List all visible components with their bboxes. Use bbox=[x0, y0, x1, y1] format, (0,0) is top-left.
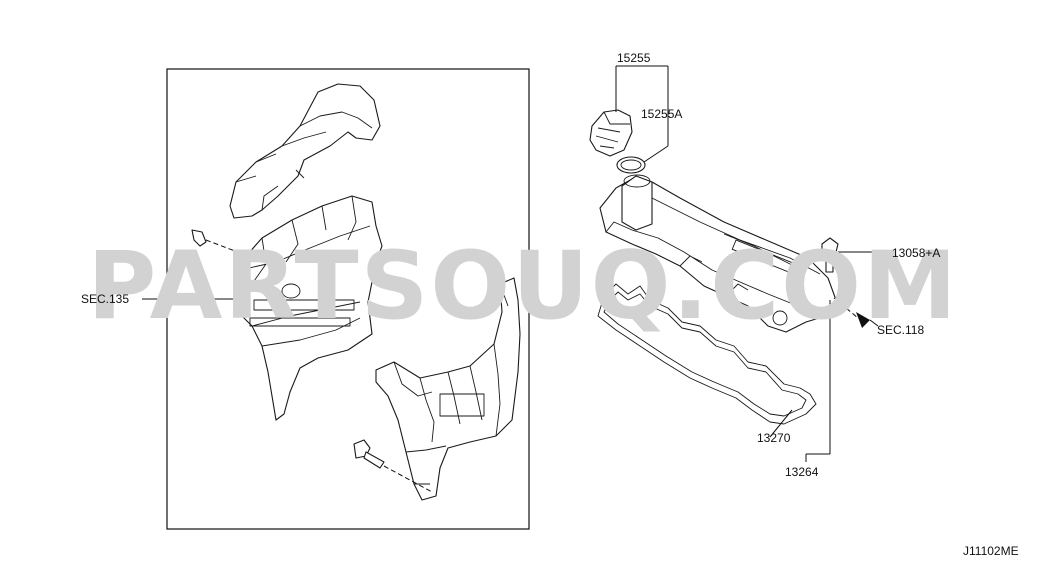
middle-timing-cover[interactable] bbox=[233, 195, 383, 421]
diagram-code: J11102ME bbox=[963, 544, 1019, 558]
timing-cover-bolt[interactable] bbox=[353, 439, 433, 493]
part-13270-label: 13270 bbox=[757, 431, 791, 445]
oil-cap-gasket[interactable] bbox=[616, 156, 646, 174]
part-15255-label: 15255 bbox=[617, 51, 651, 65]
part-13058a-label: 13058+A bbox=[892, 246, 940, 260]
rocker-cover-bolt[interactable] bbox=[821, 237, 888, 273]
valve-rocker-cover[interactable] bbox=[599, 174, 837, 333]
rocker-cover-gasket[interactable] bbox=[597, 283, 817, 425]
upper-timing-cover[interactable] bbox=[229, 83, 381, 219]
leader-lines bbox=[142, 65, 831, 462]
sec-118-label: SEC.118 bbox=[877, 323, 924, 337]
pcv-connector-arrow[interactable] bbox=[833, 297, 879, 328]
part-13264-label: 13264 bbox=[785, 465, 819, 479]
oil-filler-cap[interactable] bbox=[589, 109, 633, 157]
watermark: PARTSOUQ.COM bbox=[87, 232, 958, 341]
sec-135-label: SEC.135 bbox=[81, 292, 129, 306]
part-15255a-label: 15255A bbox=[641, 107, 682, 121]
small-bolt[interactable] bbox=[191, 229, 249, 257]
lower-timing-cover[interactable] bbox=[375, 277, 521, 501]
